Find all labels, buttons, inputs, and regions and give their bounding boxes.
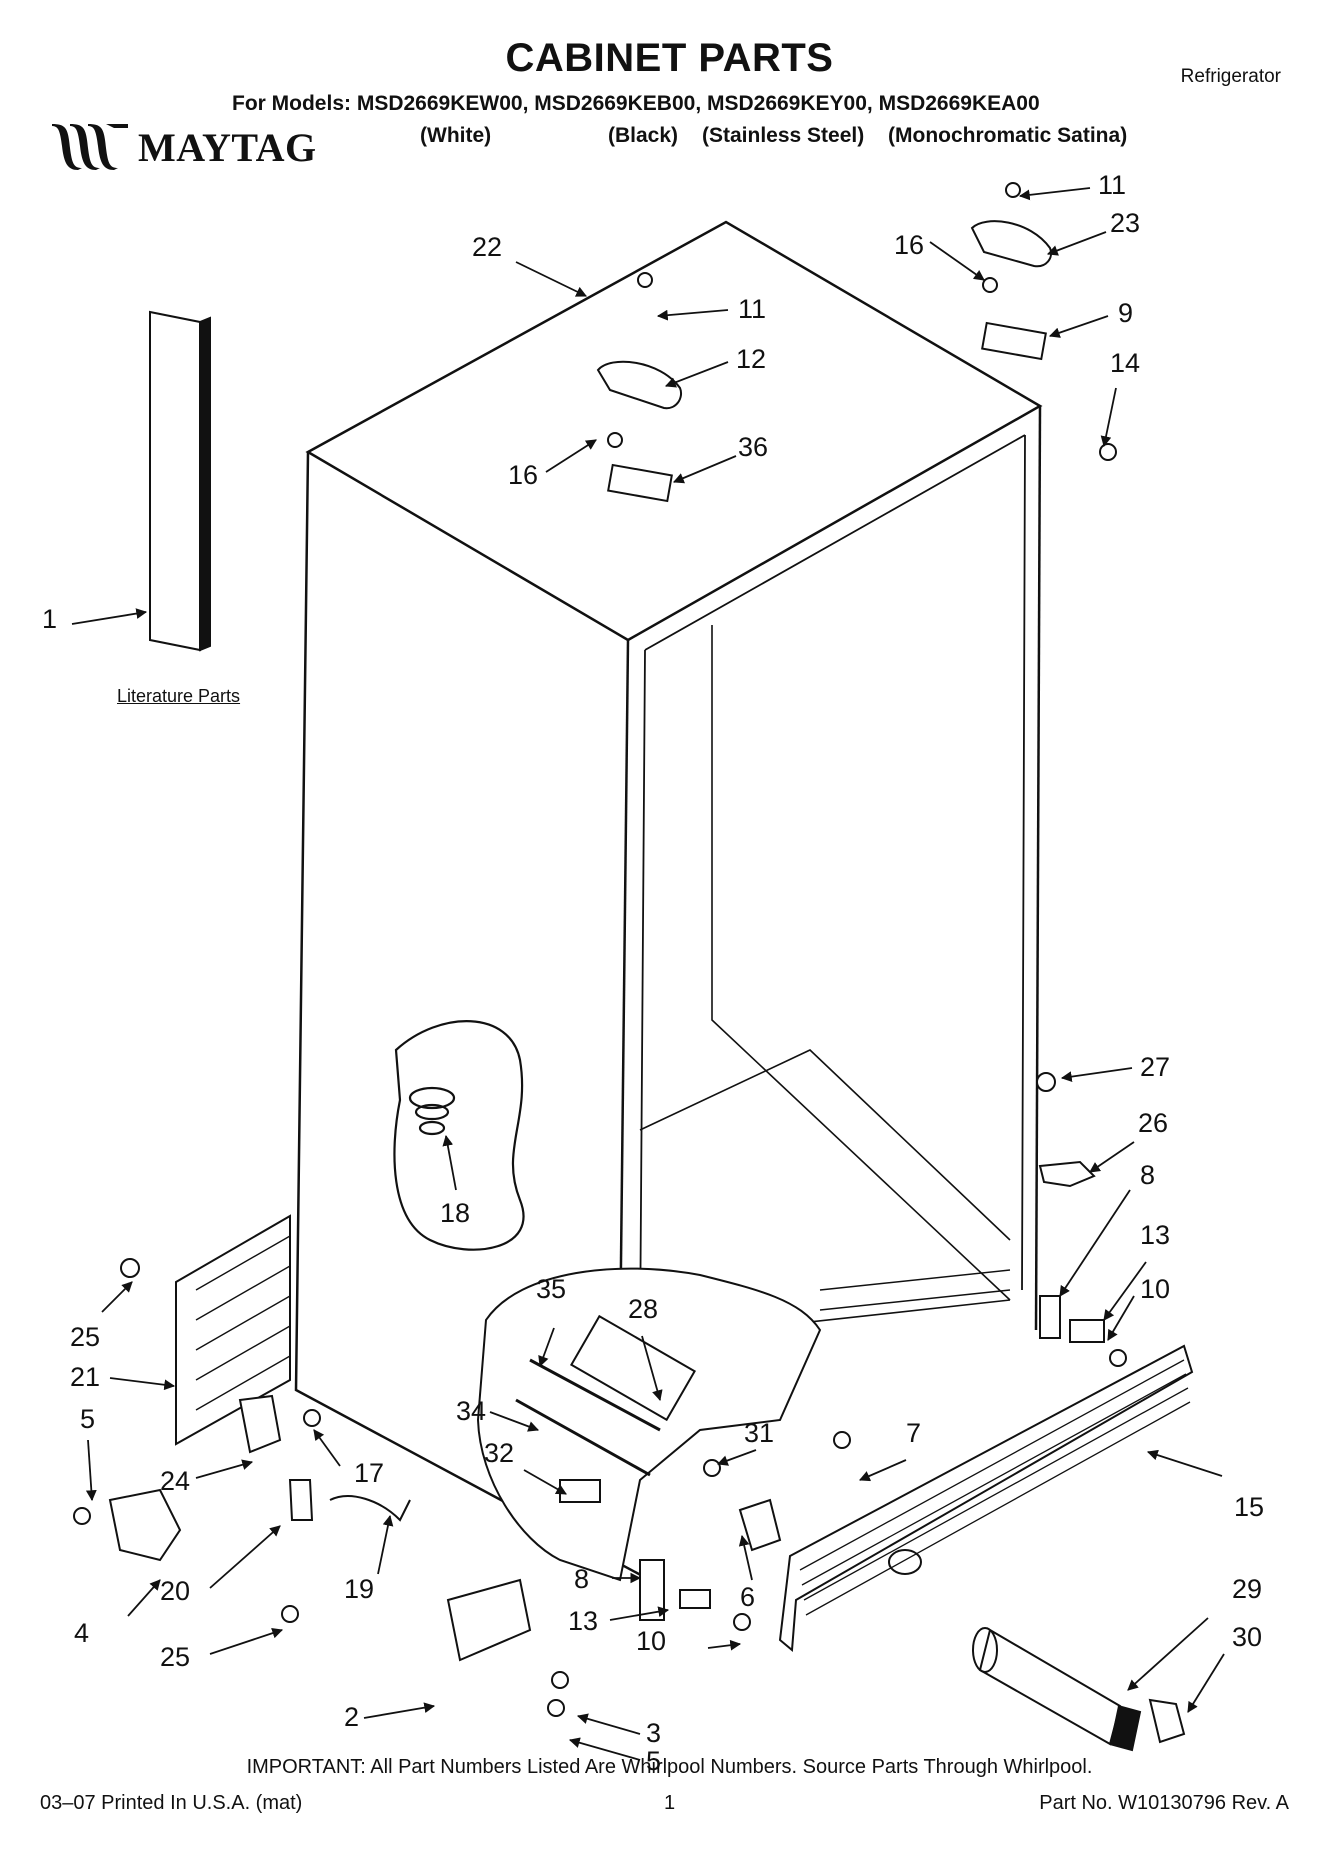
water-filter (972, 1627, 1142, 1752)
leveling-cutout (393, 1020, 525, 1251)
water-valve-cutout (476, 1267, 822, 1582)
callout-25b: 25 (160, 1642, 191, 1672)
callout-6: 6 (740, 1582, 756, 1612)
cabinet-shell (294, 220, 1043, 1582)
page-title: CABINET PARTS (505, 36, 834, 80)
callout-8: 8 (574, 1564, 590, 1594)
models-line: For Models: MSD2669KEW00, MSD2669KEB00, … (232, 92, 1040, 115)
lower-hardware (73, 443, 1127, 1717)
callout-20: 20 (160, 1576, 191, 1606)
callout-29: 29 (1232, 1574, 1263, 1604)
callout-2: 2 (344, 1702, 360, 1732)
callout-5b: 5 (646, 1746, 662, 1776)
category-label: Refrigerator (1180, 66, 1281, 87)
variant-white: (White) (420, 124, 492, 147)
callout-8b: 8 (1140, 1160, 1156, 1190)
callout-27: 27 (1140, 1052, 1171, 1082)
callout-25: 25 (70, 1322, 101, 1352)
callout-15: 15 (1234, 1492, 1265, 1522)
callout-36: 36 (738, 432, 769, 462)
callout-31: 31 (744, 1418, 775, 1448)
callout-13b: 13 (1140, 1220, 1171, 1250)
callout-11: 11 (738, 294, 767, 324)
leader-lines (71, 187, 1225, 1761)
callout-1: 1 (42, 604, 58, 634)
variant-satina: (Monochromatic Satina) (888, 124, 1128, 147)
part-number: Part No. W10130796 Rev. A (1039, 1792, 1289, 1814)
filter-cap (1148, 1698, 1186, 1744)
callout-7: 7 (906, 1418, 922, 1448)
callout-14: 14 (1110, 348, 1141, 378)
top-hinge-left (596, 272, 682, 503)
callout-10b: 10 (636, 1626, 667, 1656)
variant-black: (Black) (608, 124, 679, 147)
callout-23: 23 (1110, 208, 1141, 238)
callout-19: 19 (344, 1574, 375, 1604)
callout-16b: 16 (508, 460, 539, 490)
important-note: IMPORTANT: All Part Numbers Listed Are W… (246, 1756, 1093, 1778)
callout-9: 9 (1118, 298, 1134, 328)
callout-5: 5 (80, 1404, 96, 1434)
callout-28: 28 (628, 1294, 659, 1324)
callout-30: 30 (1232, 1622, 1263, 1652)
maytag-m-icon (52, 124, 128, 170)
callout-4: 4 (74, 1618, 90, 1648)
callout-10: 10 (1140, 1274, 1171, 1304)
page-number: 1 (664, 1792, 676, 1814)
callout-35: 35 (536, 1274, 567, 1304)
callout-26: 26 (1138, 1108, 1169, 1138)
print-info: 03–07 Printed In U.S.A. (mat) (40, 1792, 303, 1814)
rear-grille (175, 1214, 291, 1446)
literature-parts-link[interactable]: Literature Parts (117, 686, 241, 706)
callout-11b: 11 (1098, 170, 1127, 200)
brand-name: MAYTAG (138, 124, 317, 170)
callout-32: 32 (484, 1438, 515, 1468)
callout-34: 34 (456, 1396, 487, 1426)
callout-21: 21 (70, 1362, 101, 1392)
callout-24: 24 (160, 1466, 191, 1496)
callout-22: 22 (472, 232, 503, 262)
callout-17: 17 (354, 1458, 385, 1488)
callout-3: 3 (646, 1718, 662, 1748)
callout-18: 18 (440, 1198, 471, 1228)
callout-16: 16 (894, 230, 925, 260)
literature-booklet (149, 310, 211, 652)
top-hinge-right (970, 182, 1052, 361)
callout-13: 13 (568, 1606, 599, 1636)
brand-logo: MAYTAG (48, 118, 317, 176)
callout-12: 12 (736, 344, 767, 374)
variant-stainless: (Stainless Steel) (702, 124, 865, 147)
base-grille (778, 1344, 1194, 1653)
